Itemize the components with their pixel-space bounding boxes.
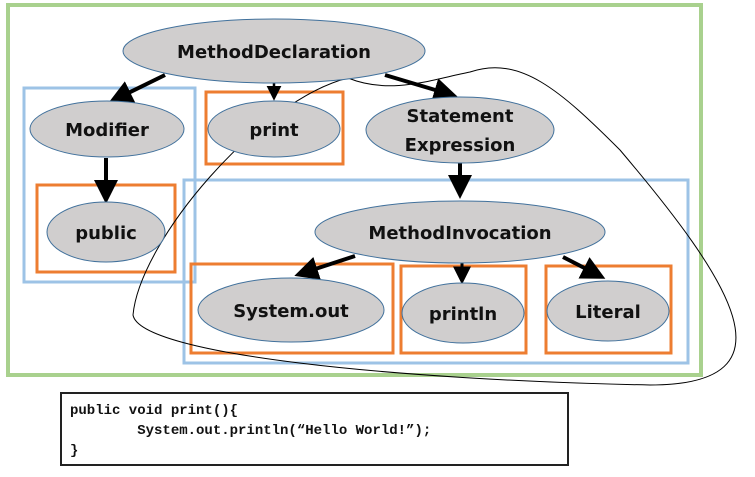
code-line-1: public void print(){: [70, 403, 239, 419]
node-label: Modifier: [65, 120, 149, 141]
edges: [94, 73, 606, 285]
node-label: System.out: [233, 301, 349, 322]
code-line-2: System.out.println(“Hello World!”);: [70, 423, 432, 439]
node-print: print: [207, 100, 341, 158]
system-out-leaf-box: [189, 262, 395, 355]
node-label: print: [249, 120, 299, 141]
edge-methodinvocation-literal: [562, 255, 606, 279]
code-line-3: }: [70, 443, 79, 459]
invocation-subtree-box: [182, 178, 690, 365]
edge-methoddeclaration-modifier: [108, 73, 166, 103]
node-label: MethodInvocation: [368, 223, 551, 244]
scope-loop-curve: [132, 67, 737, 386]
node-statementexpression: Statement Expression: [365, 96, 555, 164]
edge-methoddeclaration-statementexpression: [384, 73, 458, 102]
node-label: println: [429, 304, 497, 325]
node-label: Literal: [575, 302, 641, 323]
node-modifier: Modifier: [29, 100, 185, 158]
node-label-line-2: Expression: [405, 135, 516, 156]
edge-methodinvocation-systemout: [294, 254, 356, 280]
literal-leaf-box: [544, 264, 673, 355]
outer-scope-box: [6, 3, 703, 377]
source-code-box: public void print(){ System.out.println(…: [60, 392, 569, 466]
node-systemout: System.out: [197, 277, 385, 343]
node-println: println: [401, 282, 525, 344]
node-label-line-1: Statement: [407, 106, 514, 127]
node-methodinvocation: MethodInvocation: [314, 200, 606, 264]
node-label: MethodDeclaration: [177, 42, 371, 63]
node-label: public: [75, 223, 137, 244]
node-literal: Literal: [546, 280, 670, 342]
node-public: public: [46, 201, 166, 263]
node-methoddeclaration: MethodDeclaration: [122, 18, 426, 84]
